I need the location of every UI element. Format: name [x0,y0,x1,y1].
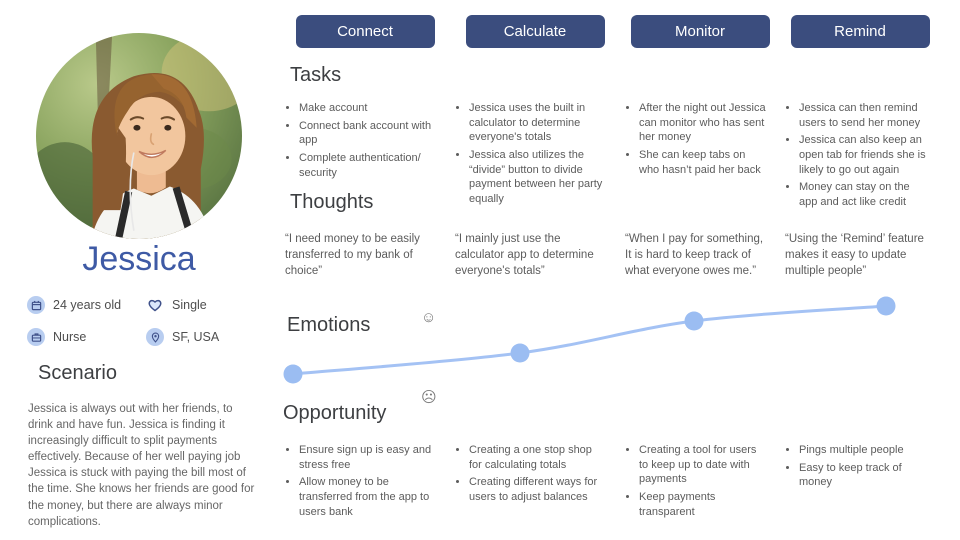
bullet-item: Money can stay on the app and act like c… [799,180,927,209]
tasks-list-connect: Make accountConnect bank account with ap… [285,101,445,212]
opportunity-heading: Opportunity [283,402,387,424]
bullet-item: Creating different ways for users to adj… [469,475,607,504]
emotion-point [876,296,896,316]
bullet-item: Make account [299,101,437,116]
briefcase-icon [27,328,45,346]
attribute-location: SF, USA [146,328,265,346]
tasks-list-monitor: After the night out Jessica can monitor … [625,101,775,212]
tasks-list-remind: Jessica can then remind users to send he… [785,101,935,212]
opportunity-list-monitor: Creating a tool for users to keep up to … [625,443,775,522]
avatar [36,33,242,239]
emotion-point [510,343,530,363]
opportunity-list-calculate: Creating a one stop shop for calculating… [455,443,615,522]
sad-face-icon: ☹ [421,389,437,406]
emotion-line [292,304,887,376]
bullet-item: Jessica uses the built in calculator to … [469,101,607,145]
attribute-status: Single [146,296,265,314]
bullet-item: Keep payments transparent [639,490,767,519]
bullet-item: Ensure sign up is easy and stress free [299,443,437,472]
persona-attributes: 24 years old Single Nurse SF, USA [27,296,265,346]
stage-button-connect[interactable]: Connect [295,15,435,48]
stage-header-row: Connect Calculate Monitor Remind [285,15,935,48]
thoughts-heading: Thoughts [290,191,374,213]
bullet-item: Jessica can then remind users to send he… [799,101,927,130]
thought-quote-connect: “I need money to be easily transferred t… [285,233,420,277]
bullet-item: Pings multiple people [799,443,927,458]
opportunity-list-connect: Ensure sign up is easy and stress freeAl… [285,443,445,522]
emotion-curve [283,296,896,384]
scenario-text: Jessica is always out with her friends, … [28,403,255,528]
stage-button-remind[interactable]: Remind [790,15,930,48]
thought-quote-calculate: “I mainly just use the calculator app to… [455,233,594,277]
bullet-item: Jessica also utilizes the “divide” butto… [469,148,607,207]
tasks-row: Make accountConnect bank account with ap… [285,101,935,212]
opportunity-list-remind: Pings multiple peopleEasy to keep track … [785,443,935,522]
bullet-item: After the night out Jessica can monitor … [639,101,767,145]
persona-name: Jessica [82,240,196,278]
bullet-item: Creating a tool for users to keep up to … [639,443,767,487]
attribute-age: 24 years old [27,296,146,314]
bullet-item: Easy to keep track of money [799,461,927,490]
bullet-item: She can keep tabs on who hasn’t paid her… [639,148,767,177]
avatar-photo [36,33,242,239]
emotions-heading: Emotions [287,314,371,336]
attribute-job-label: Nurse [53,330,87,344]
thought-quote-monitor: “When I pay for something, It is hard to… [625,233,764,277]
stage-button-calculate[interactable]: Calculate [465,15,605,48]
bullet-item: Jessica can also keep an open tab for fr… [799,133,927,177]
calendar-icon [27,296,45,314]
emotion-point [283,364,303,384]
bullet-item: Complete authentication/ security [299,151,437,180]
bullet-item: Allow money to be transferred from the a… [299,475,437,519]
emotion-point [684,311,704,331]
opportunity-row: Ensure sign up is easy and stress freeAl… [285,443,935,522]
happy-face-icon: ☺ [421,309,437,326]
bullet-item: Creating a one stop shop for calculating… [469,443,607,472]
thought-quote-remind: “Using the ‘Remind’ feature makes it eas… [785,233,924,277]
scenario-heading: Scenario [38,362,117,384]
tasks-list-calculate: Jessica uses the built in calculator to … [455,101,615,212]
stage-button-monitor[interactable]: Monitor [630,15,770,48]
thoughts-row: “I need money to be easily transferred t… [285,232,935,280]
attribute-age-label: 24 years old [53,298,122,312]
attribute-job: Nurse [27,328,146,346]
bullet-item: Connect bank account with app [299,119,437,148]
tasks-heading: Tasks [290,64,342,86]
attribute-status-label: Single [172,298,207,312]
heart-icon [146,296,164,314]
location-pin-icon [146,328,164,346]
attribute-location-label: SF, USA [172,330,220,344]
